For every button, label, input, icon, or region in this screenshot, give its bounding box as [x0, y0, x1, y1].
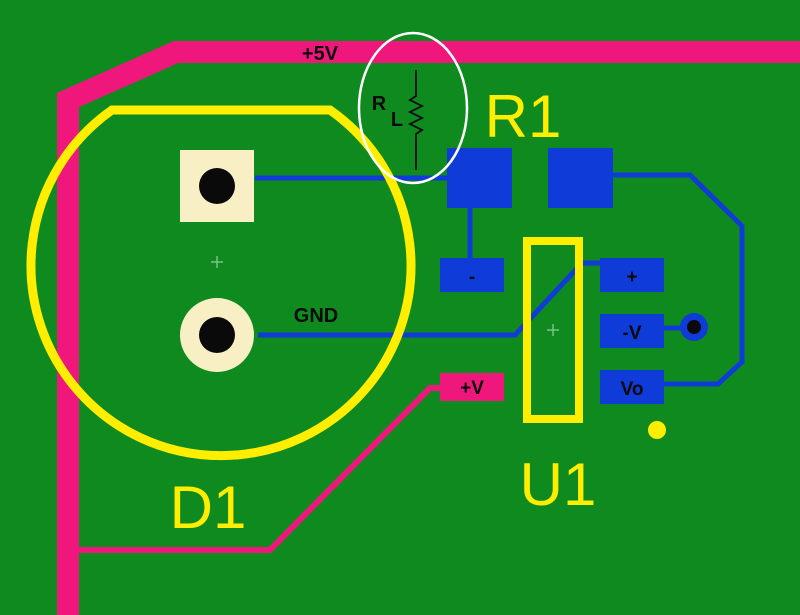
d1-center-mark	[211, 256, 223, 268]
plus5v-net-label: +5V	[302, 43, 339, 65]
u1-designator: U1	[520, 451, 597, 518]
plus5v-power-trace[interactable]	[57, 41, 800, 615]
d1-designator: D1	[170, 474, 247, 541]
u1-pad-plus[interactable]	[600, 258, 664, 292]
r1-minus-pad[interactable]	[440, 258, 504, 292]
d1-pad-square-hole	[199, 168, 235, 204]
r1-minus-pad-label: -	[469, 267, 475, 288]
resistor-symbol-icon	[407, 70, 425, 170]
gnd-net-label: GND	[294, 305, 338, 327]
d1-pad-round-hole	[199, 317, 235, 353]
plus-v-pad-label: +V	[460, 378, 484, 399]
resistor-label-r: R	[372, 93, 387, 115]
plus-v-branch-trace[interactable]	[68, 385, 440, 553]
resistor-label-subscript: L	[391, 109, 403, 131]
load-resistor-annotation: R L	[357, 31, 469, 185]
u1-pad-minus-v[interactable]	[600, 314, 664, 348]
gnd-trace[interactable]	[258, 260, 610, 338]
feedback-trace[interactable]	[610, 172, 745, 387]
u1-center-mark	[547, 324, 559, 336]
u1-pad-minus-v-label: -V	[623, 323, 642, 344]
annotation-highlight-ellipse	[357, 31, 469, 185]
bottom-copper-layer	[57, 41, 800, 615]
minus-v-via-hole	[687, 320, 701, 334]
r1-pad-1[interactable]	[447, 148, 512, 208]
plus-v-pad[interactable]	[440, 373, 504, 401]
d1-silkscreen-outline	[26, 105, 416, 461]
u1-pad-vo[interactable]	[600, 370, 664, 404]
u1-silkscreen-body[interactable]	[523, 237, 583, 423]
r1-designator: R1	[485, 83, 562, 150]
top-copper-layer	[255, 172, 745, 387]
u1-pin1-dot	[648, 421, 666, 439]
u1-pad-plus-label: +	[626, 267, 637, 288]
r1-pad-2[interactable]	[548, 148, 613, 208]
d1-footprint[interactable]	[26, 105, 416, 461]
u1-pad-vo-label: Vo	[621, 379, 644, 400]
